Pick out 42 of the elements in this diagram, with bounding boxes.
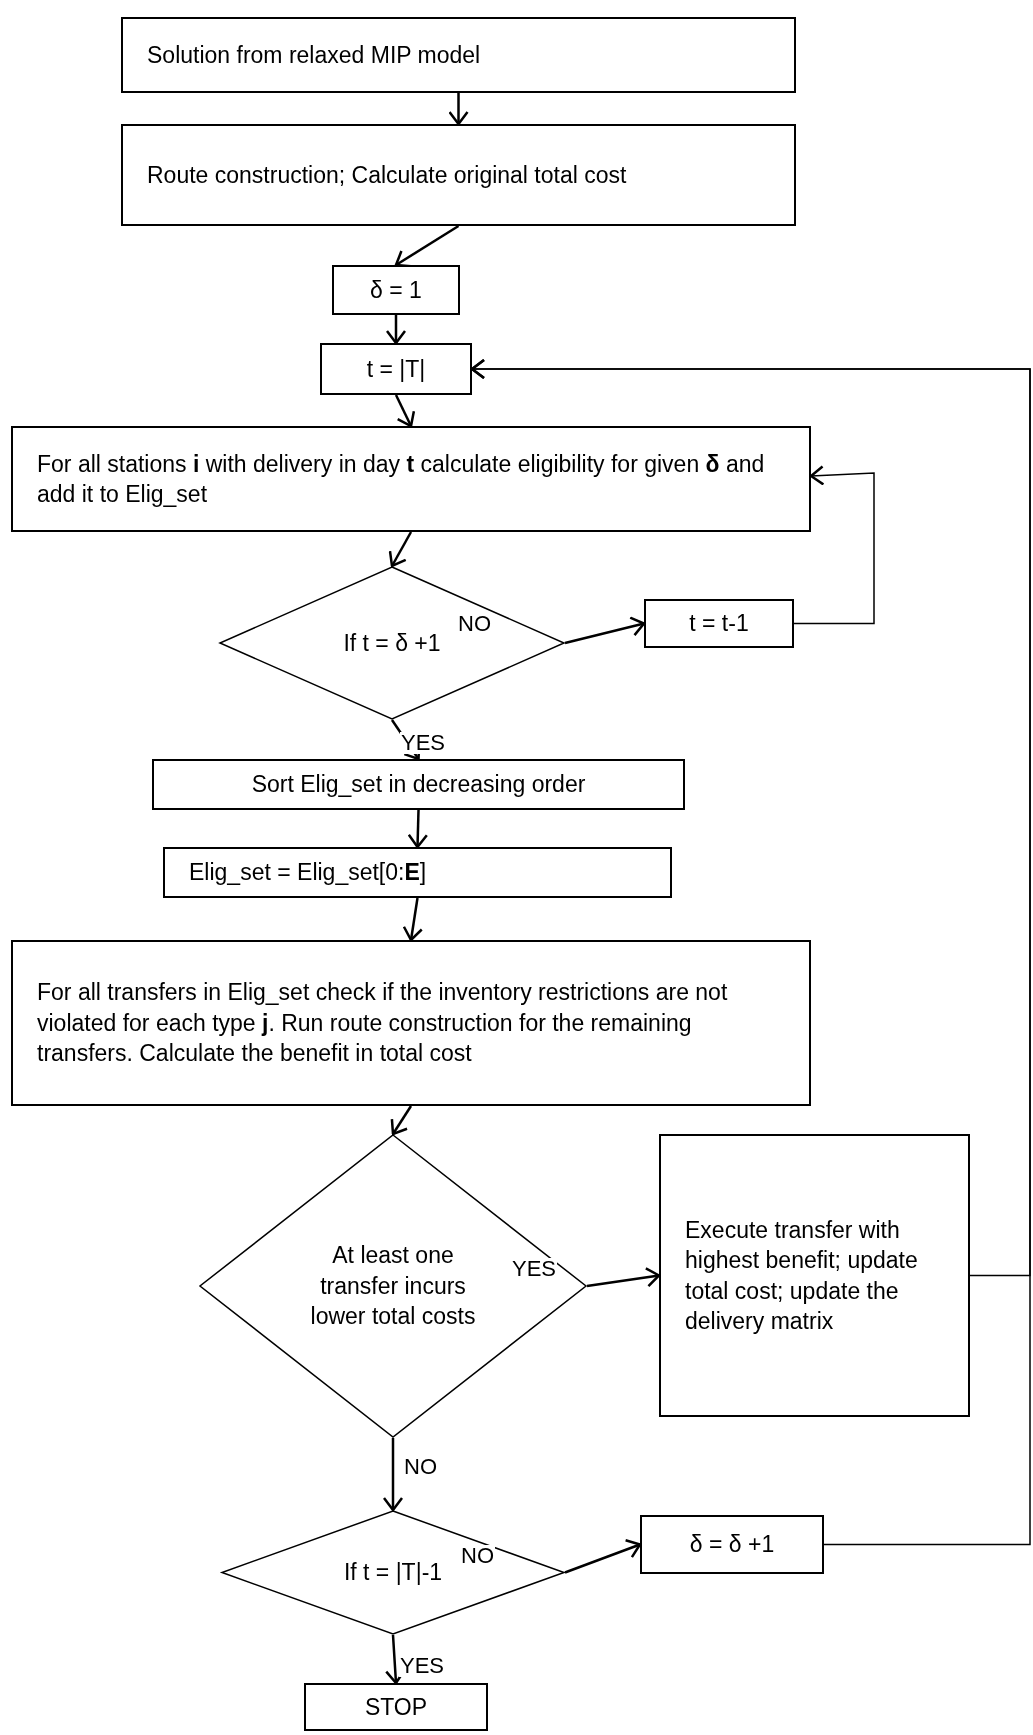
process-box bbox=[659, 1134, 970, 1417]
arrow bbox=[382, 1438, 404, 1512]
process-box bbox=[11, 940, 811, 1106]
process-box bbox=[163, 847, 672, 898]
node-text: t = |T| bbox=[366, 354, 426, 384]
process-box bbox=[640, 1515, 824, 1574]
node-text: For all stations i with delivery in day t calculate eligibility for given δ and add it to Elig_set bbox=[37, 449, 766, 509]
arrow bbox=[390, 1105, 413, 1136]
node-text: Sort Elig_set in decreasing order bbox=[251, 770, 586, 800]
edge-label: YES bbox=[400, 732, 447, 754]
process-box bbox=[304, 1683, 488, 1731]
arrow bbox=[394, 224, 460, 268]
node-text: t = t-1 bbox=[689, 609, 749, 639]
node-text: Route construction; Calculate original total cost bbox=[147, 160, 627, 190]
process-box bbox=[332, 265, 460, 315]
arrow bbox=[448, 93, 469, 126]
arrow bbox=[385, 315, 407, 345]
process-box bbox=[644, 599, 794, 648]
process-box bbox=[11, 426, 811, 532]
node-text: If t = δ +1 bbox=[343, 628, 441, 658]
arrow bbox=[586, 1267, 661, 1288]
node-text: δ = δ +1 bbox=[689, 1530, 775, 1560]
arrow bbox=[407, 809, 429, 849]
node-text: Elig_set = Elig_set[0:E] bbox=[189, 858, 427, 888]
process-box bbox=[121, 17, 796, 93]
arrow bbox=[388, 531, 413, 568]
arrow bbox=[564, 1539, 642, 1574]
edge-label: YES bbox=[399, 1655, 446, 1677]
node-text: Execute transfer with highest benefit; update total cost; update the delivery matrix bbox=[685, 1215, 919, 1336]
arrow bbox=[394, 394, 416, 428]
node-text: Solution from relaxed MIP model bbox=[147, 40, 481, 70]
arrow bbox=[402, 897, 423, 942]
node-text: For all transfers in Elig_set check if the inventory restrictions are not violated for each type j. Run route construction for the remaining transfers. Calculate the benefit in total cost bbox=[37, 978, 729, 1069]
process-box bbox=[121, 124, 796, 226]
node-text: At least one transfer incurs lower total costs bbox=[309, 1241, 477, 1332]
node-text: STOP bbox=[364, 1692, 428, 1722]
node-text: δ = 1 bbox=[370, 275, 422, 305]
node-text: If t = |T|-1 bbox=[343, 1558, 443, 1588]
arrow bbox=[793, 465, 875, 625]
process-box bbox=[152, 759, 685, 810]
process-box bbox=[320, 343, 472, 395]
arrow bbox=[564, 616, 646, 645]
